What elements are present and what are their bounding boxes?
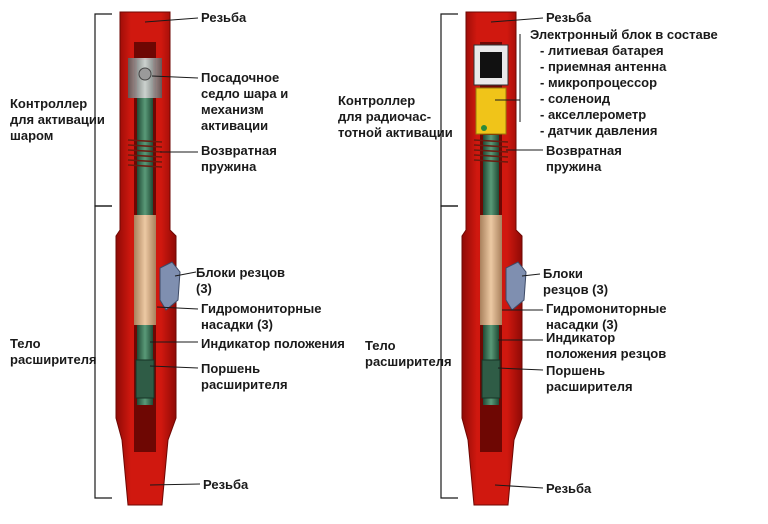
- label-right-section-controller: Контроллер для радиочас- тотной активаци…: [338, 93, 453, 140]
- label-right-section-body: Тело расширителя: [365, 338, 452, 369]
- right-tool-cutter: [505, 261, 527, 311]
- leader-left-nozzles: [156, 306, 199, 310]
- right-tool-tan-sleeve: [480, 215, 502, 325]
- label-left-nozzles: Гидромониторные насадки (3): [201, 301, 322, 332]
- bracket-left-body: [94, 205, 112, 499]
- label-left-thread-bottom: Резьба: [203, 477, 249, 492]
- label-left-thread-top: Резьба: [201, 10, 247, 25]
- leader-left-cutters: [174, 271, 197, 277]
- leader-left-thread-top: [144, 17, 199, 23]
- label-left-seat: Посадочное седло шара и механизм активац…: [201, 70, 289, 133]
- left-tool-spring: [127, 139, 163, 168]
- label-right-spring: Возвратная пружина: [546, 143, 622, 174]
- leader-left-piston: [149, 365, 199, 369]
- label-left-indicator: Индикатор положения: [201, 336, 345, 351]
- right-tool-sensor: [481, 125, 487, 131]
- left-tool-piston: [135, 359, 155, 399]
- label-right-thread-top: Резьба: [546, 10, 592, 25]
- right-tool-piston: [481, 359, 501, 399]
- left-tool-cutter: [159, 261, 181, 311]
- label-right-electronics-item: - литиевая батарея: [540, 43, 664, 58]
- leader-left-thread-bottom: [149, 483, 201, 486]
- left-tool-ball: [138, 67, 152, 81]
- right-tool-spring: [473, 139, 509, 163]
- right-tool-battery: [480, 52, 502, 78]
- label-left-cutters: Блоки резцов (3): [196, 265, 286, 296]
- label-right-electronics-item: - приемная антенна: [540, 59, 667, 74]
- label-right-thread-bottom: Резьба: [546, 481, 592, 496]
- bracket-right-body: [440, 205, 458, 499]
- label-right-cutters: Блоки резцов (3): [543, 266, 609, 297]
- leader-right-thread-bottom: [494, 484, 544, 489]
- leader-right-cutters: [521, 273, 541, 277]
- leader-right-piston: [497, 367, 544, 371]
- right-tool: [461, 11, 527, 506]
- left-brackets: [94, 13, 112, 499]
- label-left-spring: Возвратная пружина: [201, 143, 277, 174]
- label-right-electronics-item: - акселлерометр: [540, 107, 647, 122]
- label-right-electronics-item: - соленоид: [540, 91, 611, 106]
- left-tool: [115, 11, 181, 506]
- right-brackets: [440, 13, 458, 499]
- leader-left-seat: [151, 75, 199, 79]
- label-right-piston: Поршень расширителя: [546, 363, 633, 394]
- label-left-piston: Поршень расширителя: [201, 361, 288, 392]
- leader-lines: [144, 17, 544, 489]
- label-right-nozzles: Гидромониторные насадки (3): [546, 301, 667, 332]
- label-left-section-controller: Контроллер для активации шаром: [10, 96, 105, 143]
- right-tool-electronics-board: [475, 87, 507, 135]
- label-right-electronics-title: Электронный блок в составе: [530, 27, 718, 42]
- label-right-electronics-item: - микропроцессор: [540, 75, 658, 90]
- label-right-electronics-item: - датчик давления: [540, 123, 658, 138]
- leader-right-thread-top: [490, 17, 544, 23]
- left-tool-tan-sleeve: [134, 215, 156, 325]
- label-left-section-body: Тело расширителя: [10, 336, 97, 367]
- label-right-indicator: Индикатор положения резцов: [546, 330, 667, 361]
